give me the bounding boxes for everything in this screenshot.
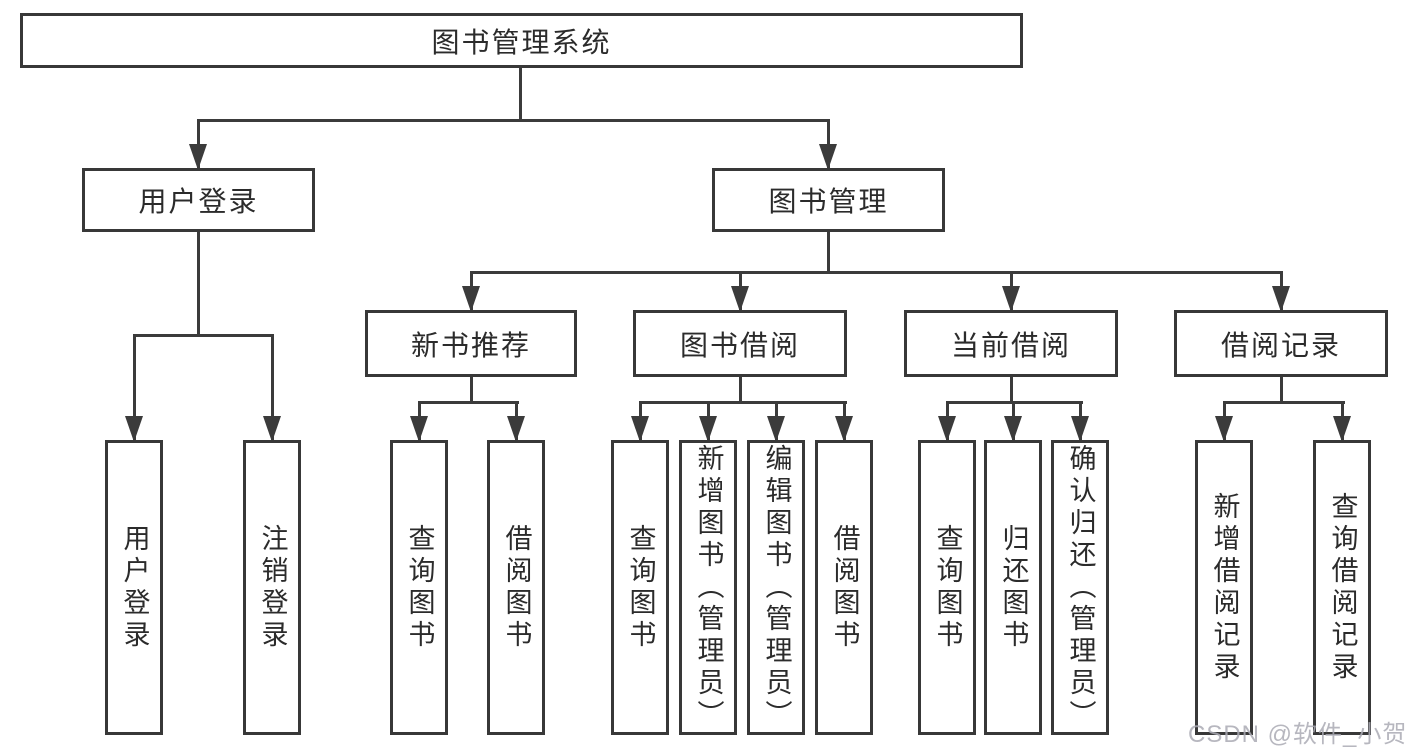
leaf-user-login: 用户登录: [105, 440, 163, 735]
arrowhead-icon: [938, 416, 956, 442]
arrowhead-icon: [1333, 416, 1351, 442]
leaf-query-borrow-record: 查询借阅记录: [1313, 440, 1371, 735]
leaf-edit-book-admin: 编辑图书（管理员）: [747, 440, 805, 735]
node-borrow-records: 借阅记录: [1174, 310, 1388, 377]
connector-line: [1280, 377, 1283, 403]
leaf-query-book-2: 查询图书: [611, 440, 669, 735]
arrowhead-icon: [631, 416, 649, 442]
arrowhead-icon: [767, 416, 785, 442]
leaf-logout: 注销登录: [243, 440, 301, 735]
connector-line: [827, 119, 830, 168]
arrowhead-icon: [819, 144, 837, 170]
arrowhead-icon: [462, 286, 480, 312]
arrowhead-icon: [410, 416, 428, 442]
node-book-borrow: 图书借阅: [633, 310, 847, 377]
arrowhead-icon: [699, 416, 717, 442]
arrowhead-icon: [1215, 416, 1233, 442]
leaf-borrow-book-1: 借阅图书: [487, 440, 545, 735]
connector-line: [1223, 401, 1345, 404]
leaf-return-book: 归还图书: [984, 440, 1042, 735]
leaf-query-book-1: 查询图书: [390, 440, 448, 735]
connector-line: [519, 68, 522, 121]
connector-line: [739, 377, 742, 403]
arrowhead-icon: [1004, 416, 1022, 442]
node-user-login: 用户登录: [82, 168, 315, 232]
connector-line: [197, 119, 830, 122]
arrowhead-icon: [731, 286, 749, 312]
connector-line: [197, 232, 200, 336]
connector-line: [418, 401, 519, 404]
leaf-add-borrow-record: 新增借阅记录: [1195, 440, 1253, 735]
leaf-confirm-return-admin: 确认归还（管理员）: [1051, 440, 1109, 735]
node-new-book-rec: 新书推荐: [365, 310, 577, 377]
connector-line: [133, 334, 273, 337]
watermark: CSDN @软件_小贺同学: [1188, 721, 1405, 747]
connector-line: [197, 119, 200, 168]
connector-line: [639, 401, 847, 404]
arrowhead-icon: [835, 416, 853, 442]
connector-line: [271, 334, 274, 440]
connector-line: [133, 334, 136, 440]
leaf-borrow-book-2: 借阅图书: [815, 440, 873, 735]
arrowhead-icon: [1071, 416, 1089, 442]
arrowhead-icon: [263, 416, 281, 442]
arrowhead-icon: [507, 416, 525, 442]
connector-line: [470, 271, 1283, 274]
arrowhead-icon: [1002, 286, 1020, 312]
connector-line: [827, 232, 830, 274]
connector-line: [470, 377, 473, 403]
connector-line: [1010, 377, 1013, 403]
arrowhead-icon: [125, 416, 143, 442]
leaf-add-book-admin: 新增图书（管理员）: [679, 440, 737, 735]
node-root: 图书管理系统: [20, 13, 1023, 68]
leaf-query-book-3: 查询图书: [918, 440, 976, 735]
arrowhead-icon: [189, 144, 207, 170]
node-current-borrow: 当前借阅: [904, 310, 1118, 377]
node-book-mgmt: 图书管理: [712, 168, 945, 232]
arrowhead-icon: [1272, 286, 1290, 312]
